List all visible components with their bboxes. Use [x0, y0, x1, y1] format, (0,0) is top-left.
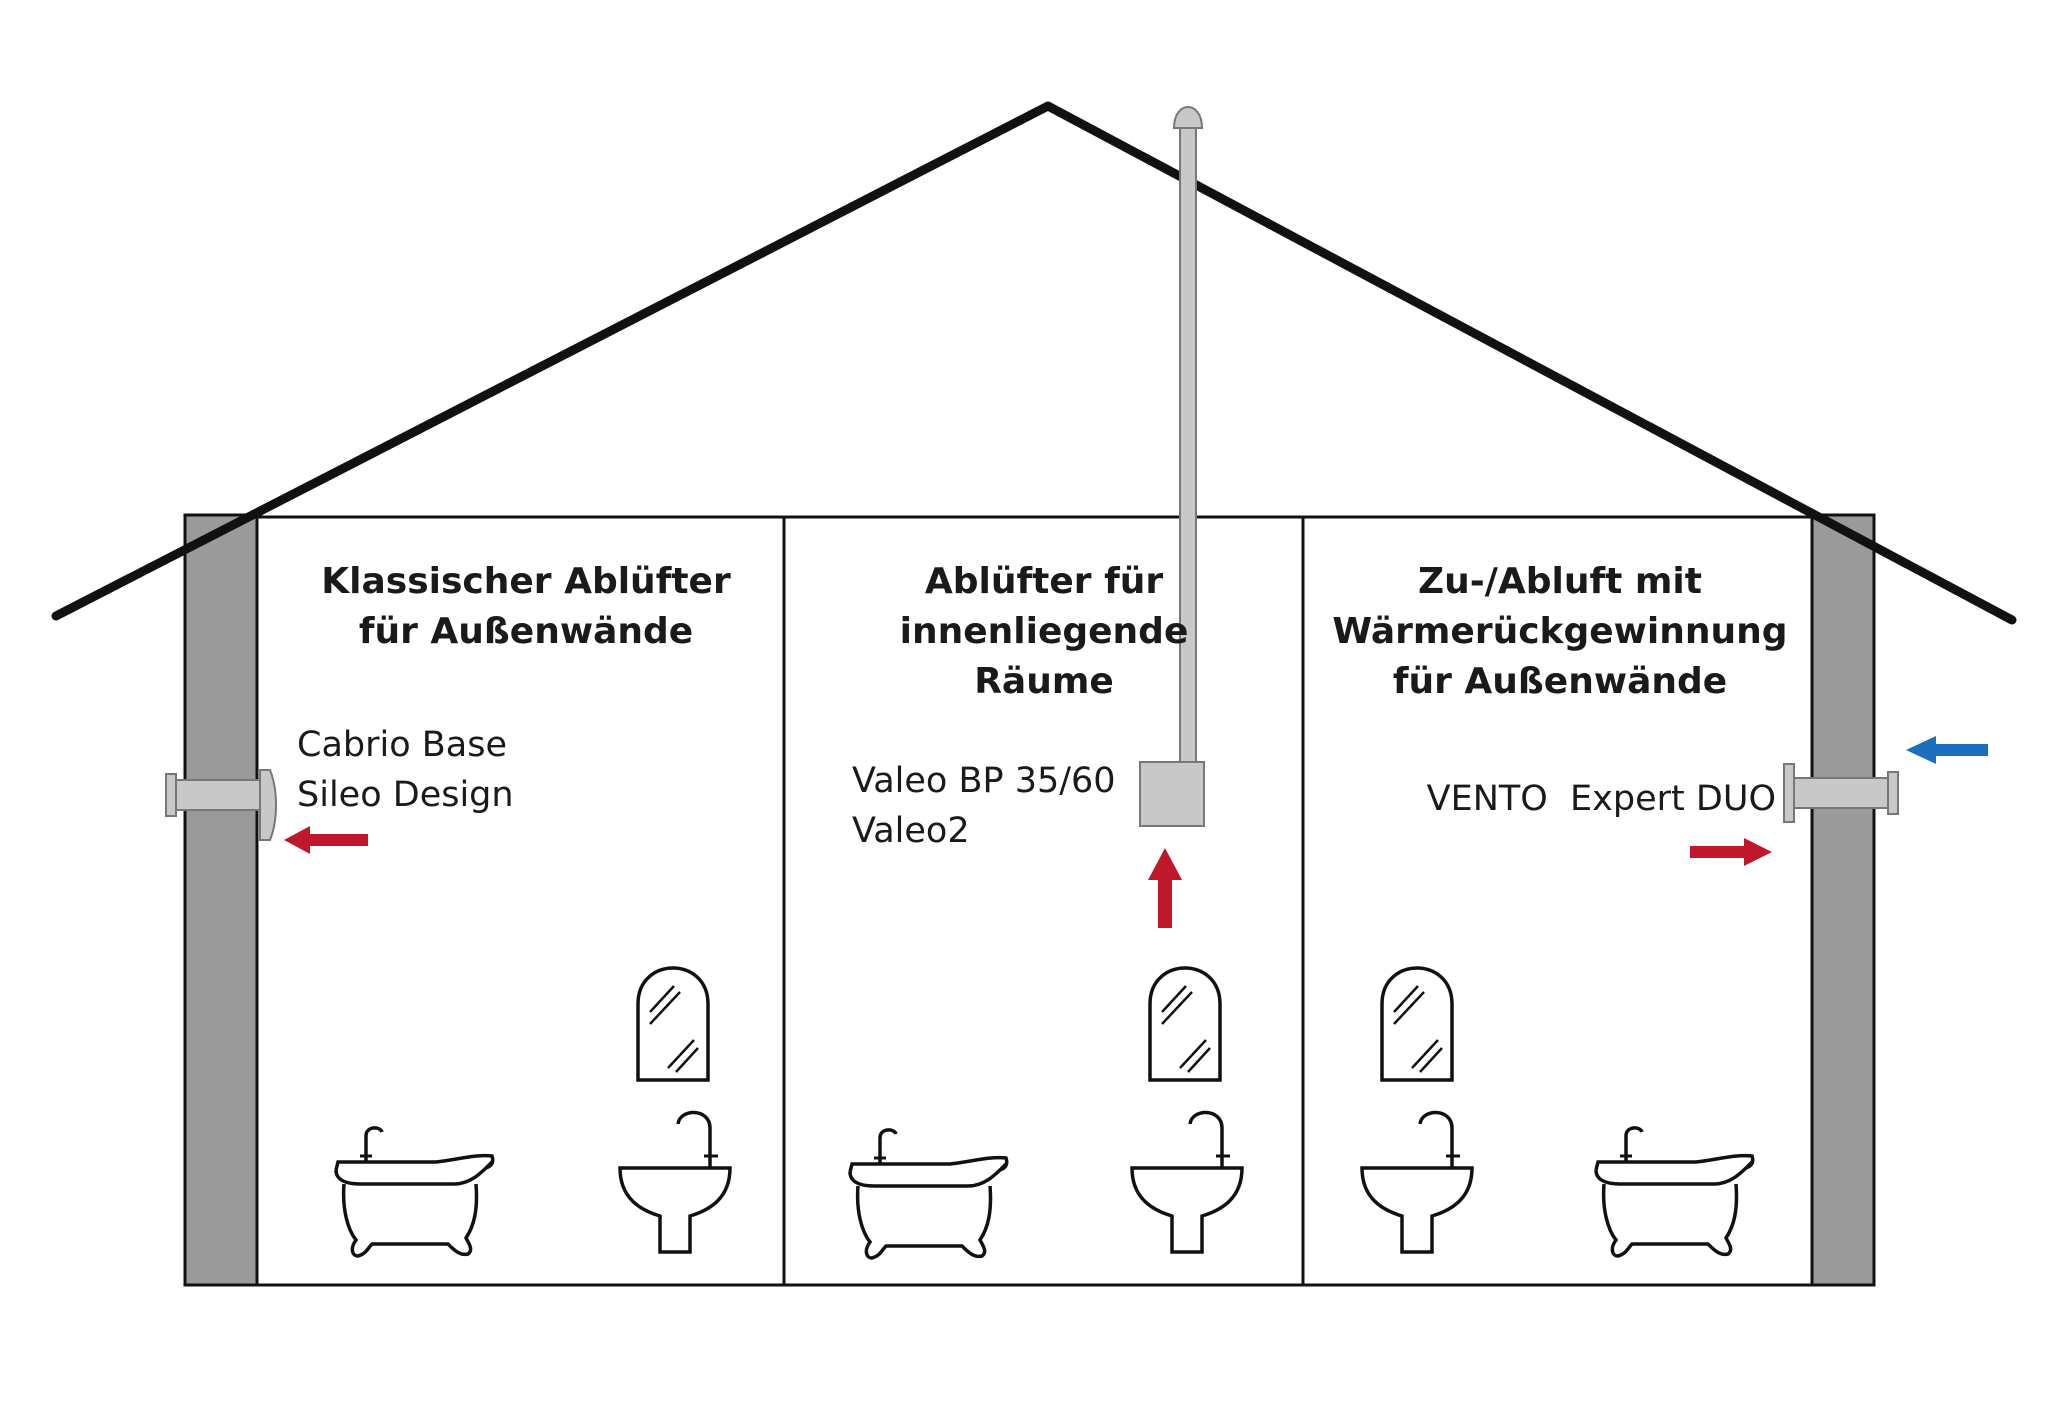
exhaust-arrow-icon — [284, 826, 368, 854]
right-duct-flange-inner — [1783, 763, 1795, 823]
fan-unit-icon — [1139, 761, 1205, 827]
room-3-title: Zu-/Abluft mit Wärmerückgewinnung für Au… — [1332, 561, 1788, 702]
mirror-icon — [1380, 966, 1454, 1082]
left-fan-cover — [259, 769, 277, 841]
roof-duct-cap — [1172, 106, 1204, 129]
left-outer-wall — [183, 513, 259, 1287]
left-duct-flange-outer — [165, 773, 177, 817]
room-2-title: Ablüfter für innenliegende Räume — [899, 561, 1189, 702]
exhaust-arrow-icon — [1148, 848, 1182, 928]
sink-icon — [1360, 1110, 1474, 1254]
bathtub-icon — [1594, 1126, 1755, 1258]
sink-icon — [618, 1110, 732, 1254]
roof-line — [51, 101, 2017, 625]
room-3-products: VENTO Expert DUO — [1426, 779, 1776, 819]
bathtub-icon — [848, 1128, 1009, 1260]
right-duct — [1789, 777, 1891, 809]
interior-outline — [255, 515, 1814, 1287]
room-2-products: Valeo BP 35/60 Valeo2 — [852, 761, 1116, 851]
mirror-icon — [1148, 966, 1222, 1082]
room-1-title: Klassischer Ablüfter für Außenwände — [321, 561, 731, 652]
exhaust-arrow-icon — [1690, 838, 1772, 866]
mirror-icon — [636, 966, 710, 1082]
left-duct — [169, 779, 263, 811]
room-1-products: Cabrio Base Sileo Design — [297, 725, 514, 815]
right-outer-wall — [1810, 513, 1876, 1287]
bathtub-icon — [334, 1126, 495, 1258]
supply-arrow-icon — [1906, 736, 1988, 764]
sink-icon — [1130, 1110, 1244, 1254]
right-duct-flange-outer — [1887, 771, 1899, 815]
